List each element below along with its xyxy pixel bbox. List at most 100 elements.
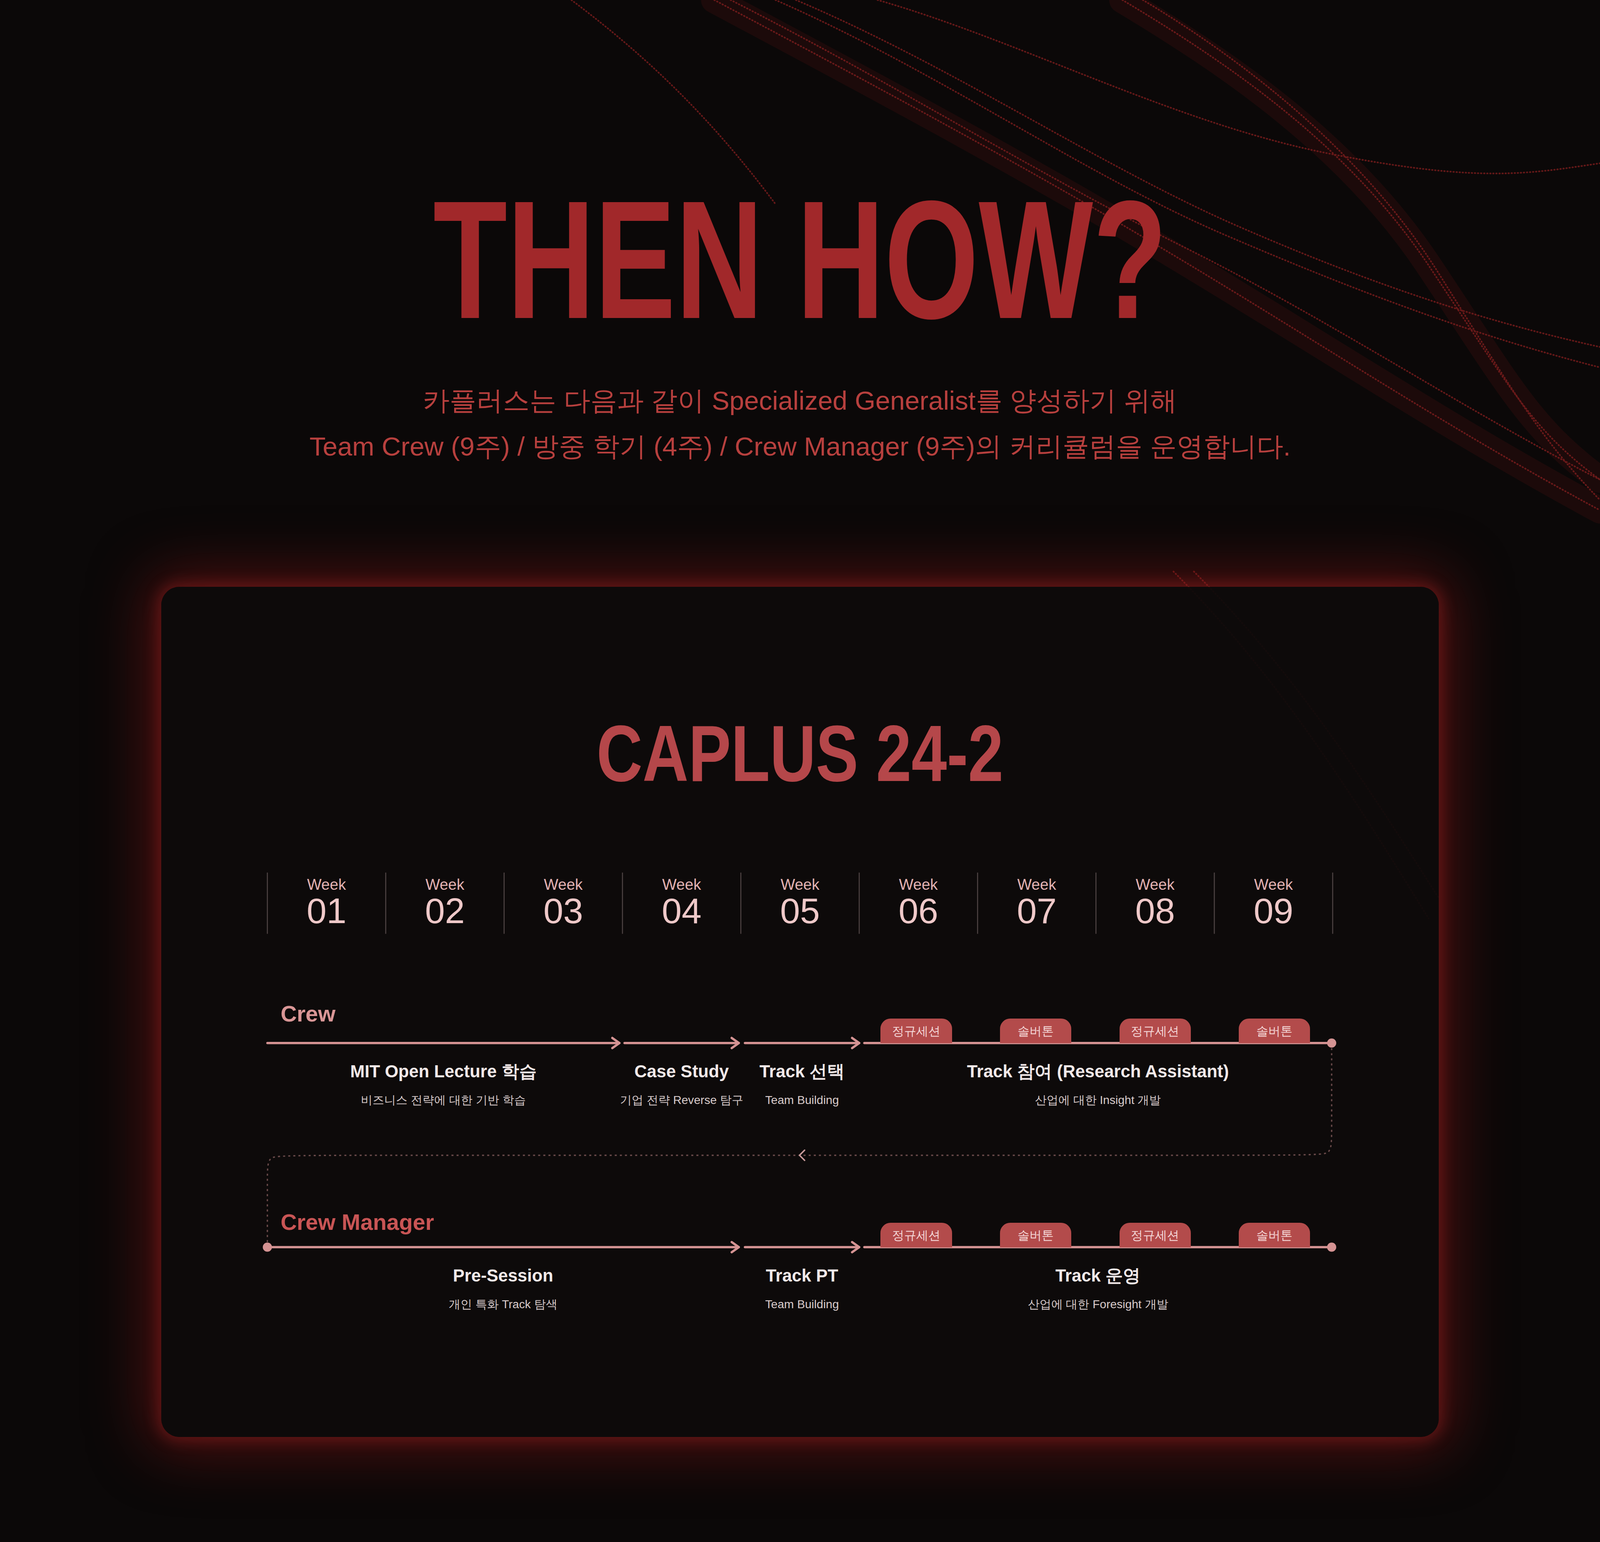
- panel-heading: CAPLUS 24-2: [289, 713, 1312, 793]
- week-word: Week: [543, 875, 583, 894]
- ribbon-path: [1122, 0, 1600, 480]
- page-title: THEN HOW?: [432, 175, 1168, 344]
- week-number: 06: [898, 892, 938, 929]
- session-tab: 정규세션: [1119, 1018, 1191, 1043]
- week-word: Week: [1017, 875, 1057, 894]
- week-separator: [385, 872, 386, 934]
- direction-chevron: [799, 1150, 805, 1160]
- week-separator: [1095, 872, 1097, 934]
- label-holder: Week: [425, 875, 465, 894]
- week-word: Week: [1254, 875, 1293, 894]
- label-holder: 05: [780, 892, 820, 929]
- intro-text: 카플러스는 다음과 같이 Specialized Generalist를 양성하…: [422, 384, 1178, 417]
- ribbon-path: [571, 0, 776, 205]
- tab-label: 솔버톤: [1256, 1024, 1293, 1037]
- label-holder: 06: [898, 892, 938, 929]
- phase-block: Track 운영산업에 대한 Foresight 개발: [864, 1247, 1332, 1316]
- week-number: 02: [425, 892, 465, 929]
- segment-arrowhead: [612, 1037, 620, 1048]
- tab-label: 정규세션: [1130, 1228, 1180, 1241]
- label-holder: 09: [1253, 892, 1294, 929]
- week-number: 03: [543, 892, 583, 929]
- phase-title: Case Study: [634, 1060, 730, 1083]
- phase-subtitle: 산업에 대한 Insight 개발: [1035, 1092, 1161, 1108]
- week-separator: [858, 872, 860, 934]
- week-word: Week: [898, 875, 938, 894]
- label-holder: Week: [543, 875, 583, 894]
- session-tab: 솔버톤: [1238, 1018, 1310, 1043]
- segment-arrowhead: [731, 1037, 739, 1048]
- week-word: Week: [1135, 875, 1175, 894]
- phase-block: Track 참여 (Research Assistant) 산업에 대한 Insi…: [864, 1042, 1332, 1112]
- label-holder: Week: [780, 875, 820, 894]
- week-separator: [740, 872, 742, 934]
- ribbon-path: [877, 0, 1600, 174]
- phase-title: Track 선택: [759, 1060, 845, 1083]
- label-holder: 01: [306, 892, 347, 929]
- timeline-dot: [1327, 1242, 1337, 1252]
- phase-title: Track PT: [765, 1264, 839, 1287]
- curriculum-panel: CAPLUS 24-2정규세션솔버톤정규세션솔버톤MIT Open Lectur…: [161, 586, 1439, 1437]
- label-holder: 07: [1016, 892, 1057, 929]
- week-separator: [503, 872, 505, 934]
- timeline-dot: [262, 1242, 273, 1252]
- label-holder: Week: [898, 875, 938, 894]
- phase-subtitle: 개인 특화 Track 탐색: [448, 1296, 558, 1312]
- week-number: 01: [306, 892, 347, 929]
- segment-arrowhead: [852, 1037, 860, 1048]
- phase-subtitle: 비즈니스 전략에 대한 기반 학습: [360, 1092, 526, 1108]
- timeline-segment: [624, 1041, 739, 1044]
- tab-label: 솔버톤: [1017, 1024, 1054, 1037]
- week-number: 07: [1016, 892, 1057, 929]
- session-tab: 솔버톤: [1238, 1222, 1310, 1248]
- timeline-segment: [267, 1041, 620, 1044]
- row-label: Crew Manager: [280, 1208, 434, 1236]
- label-holder: Week: [1135, 875, 1175, 894]
- week-separator: [266, 872, 268, 934]
- label-holder: 04: [661, 892, 702, 929]
- row-label: Crew: [280, 1000, 336, 1028]
- week-word: Week: [780, 875, 820, 894]
- label-holder: 03: [543, 892, 583, 929]
- intro-text: Team Crew (9주) / 방중 학기 (4주) / Crew Manag…: [309, 430, 1291, 463]
- phase-subtitle: 산업에 대한 Foresight 개발: [1027, 1296, 1169, 1312]
- ribbon-glow-path: [1122, 0, 1600, 480]
- week-separator: [1332, 872, 1333, 934]
- week-separator: [1213, 872, 1215, 934]
- phase-subtitle: Team Building: [765, 1092, 839, 1108]
- phase-subtitle: Team Building: [765, 1296, 839, 1312]
- week-number: 09: [1253, 892, 1294, 929]
- segment-arrowhead: [852, 1241, 860, 1252]
- label-holder: Week: [1254, 875, 1293, 894]
- label-holder: Team Crew (9주) / 방중 학기 (4주) / Crew Manag…: [309, 430, 1291, 463]
- tab-label: 솔버톤: [1017, 1228, 1054, 1241]
- timeline-segment: [745, 1245, 860, 1248]
- label-holder: 08: [1135, 892, 1175, 929]
- tab-label: 정규세션: [1130, 1024, 1180, 1037]
- tab-label: 정규세션: [892, 1228, 941, 1241]
- week-separator: [977, 872, 978, 934]
- phase-title: MIT Open Lecture 학습: [350, 1060, 537, 1083]
- session-tab: 솔버톤: [1000, 1018, 1072, 1043]
- phase-block: Track PT Team Building: [745, 1247, 860, 1316]
- phase-title: Track 운영: [1055, 1264, 1141, 1287]
- week-number: 04: [661, 892, 702, 929]
- title-holder: THEN HOW?: [0, 175, 1600, 344]
- label-holder: 카플러스는 다음과 같이 Specialized Generalist를 양성하…: [422, 384, 1178, 417]
- label-holder: Week: [662, 875, 701, 894]
- phase-block: MIT Open Lecture 학습비즈니스 전략에 대한 기반 학습: [267, 1042, 620, 1112]
- session-tab: 정규세션: [1119, 1222, 1191, 1248]
- week-number: 08: [1135, 892, 1175, 929]
- label-holder: 02: [425, 892, 465, 929]
- week-separators: [267, 872, 1333, 934]
- dashed-connector: [267, 1042, 1332, 1248]
- segment-arrowhead: [731, 1241, 739, 1252]
- phase-block: Track 선택 Team Building: [745, 1042, 860, 1112]
- week-word: Week: [307, 875, 346, 894]
- week-word: Week: [425, 875, 465, 894]
- phase-title: Track 참여 (Research Assistant): [967, 1060, 1229, 1083]
- session-tab: 정규세션: [880, 1222, 952, 1248]
- phase-block: Case Study기업 전략 Reverse 탐구: [615, 1042, 748, 1112]
- timeline-segment: [745, 1041, 860, 1044]
- timeline-segment: [267, 1245, 739, 1248]
